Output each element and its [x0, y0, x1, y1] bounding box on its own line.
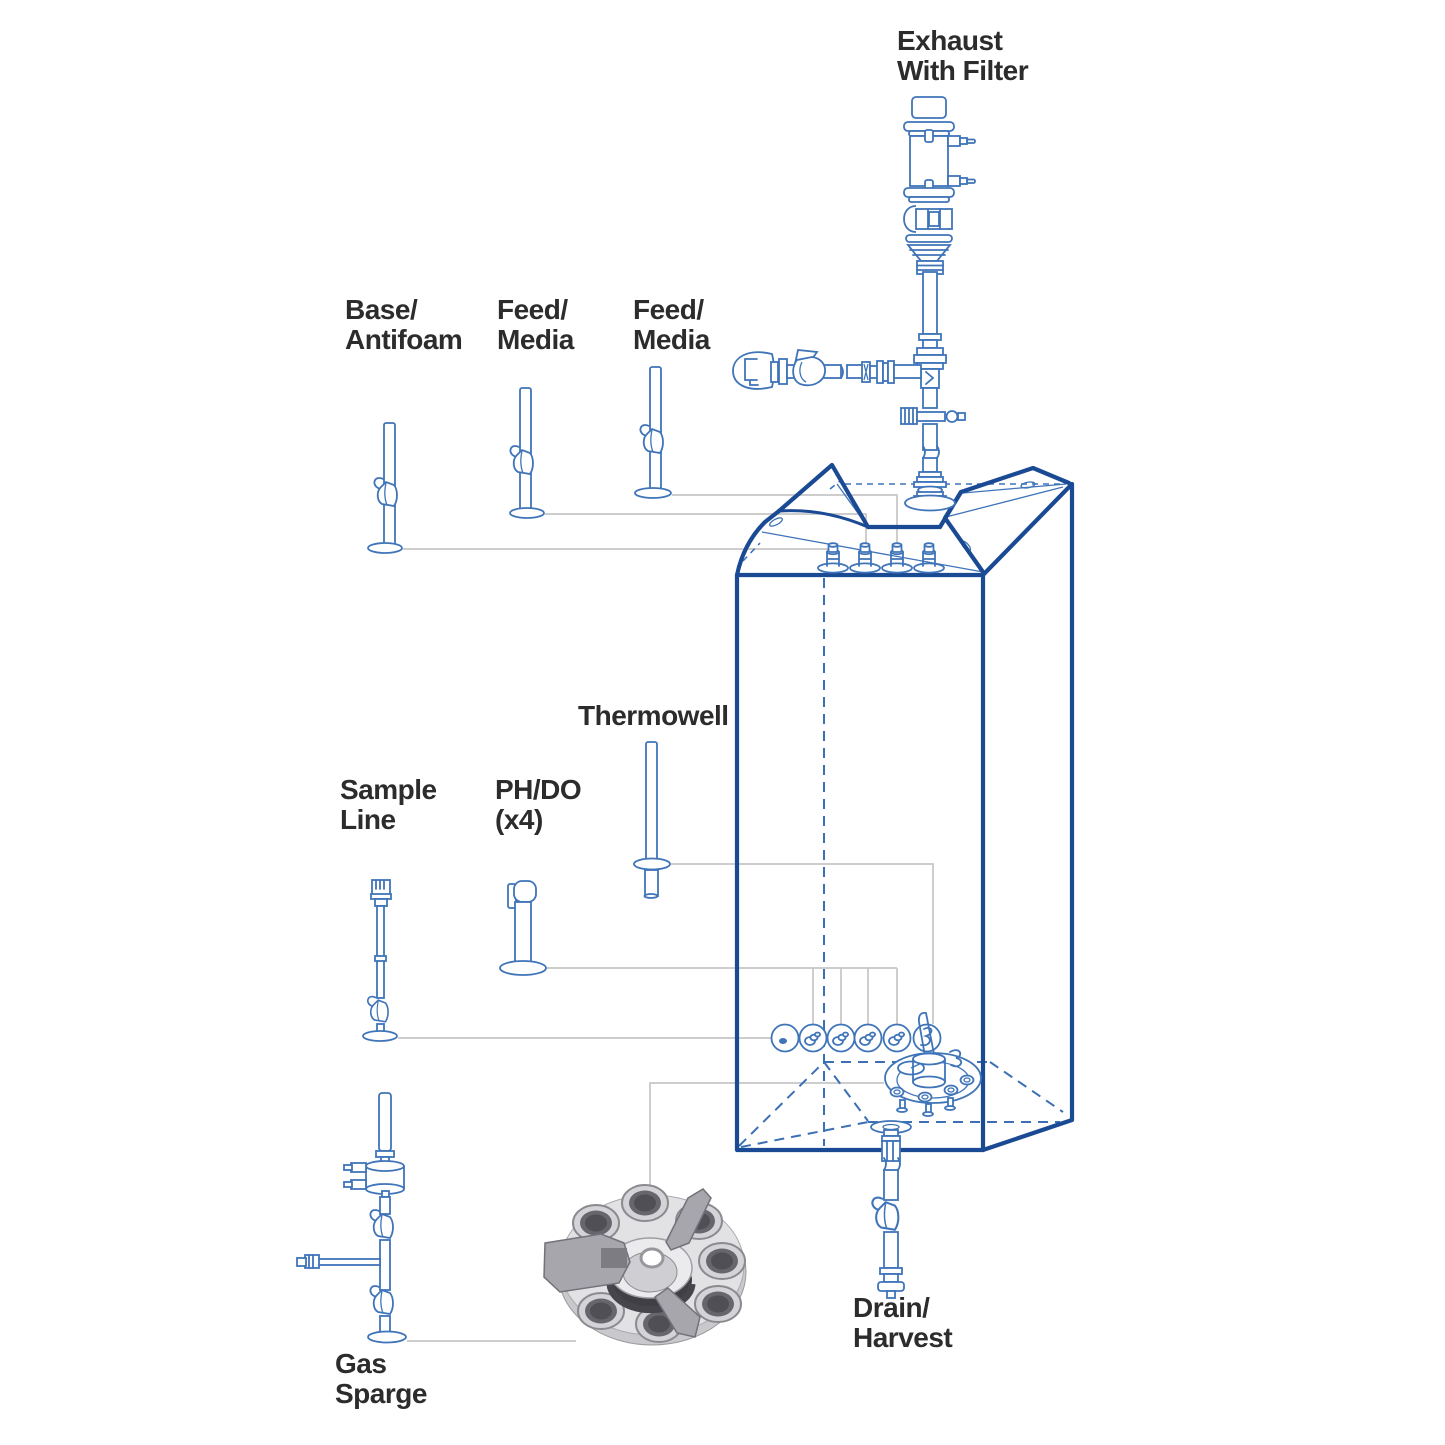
label-gas-sparge: Gas Sparge [335, 1349, 427, 1409]
label-gas-sparge-line2: Sparge [335, 1378, 427, 1409]
thermowell-probe [633, 741, 671, 899]
ph-do-probe [499, 880, 547, 976]
exhaust-filter [903, 96, 976, 203]
filter-vent-nub [947, 135, 976, 187]
label-feed-media-1: Feed/ Media [497, 295, 574, 355]
exhaust-side-arm [732, 349, 922, 390]
bag-hang-hole [1020, 481, 1036, 489]
bag-outline [734, 462, 1075, 1153]
label-ph-do: PH/DO (x4) [495, 774, 582, 835]
label-base-antifoam-line1: Base/ [345, 294, 418, 325]
label-feed-media-2-line2: Media [633, 324, 710, 355]
label-ph-do-line2: (x4) [495, 804, 543, 835]
label-feed-media-2: Feed/ Media [633, 295, 710, 355]
label-ph-do-line1: PH/DO [495, 774, 582, 805]
label-sample-line: Sample Line [340, 775, 437, 835]
label-feed-media-1-line1: Feed/ [497, 294, 568, 325]
label-feed-media-2-line1: Feed/ [633, 294, 704, 325]
label-base-antifoam: Base/ Antifoam [345, 294, 463, 355]
sparger-legs [896, 1097, 956, 1117]
ph-do-port [882, 1023, 912, 1053]
sparger-disc-photo [543, 1184, 747, 1346]
disc-impeller-blades [543, 1188, 712, 1338]
sample-line-tube [362, 879, 398, 1042]
funnel-end [732, 351, 775, 390]
label-sample-line-line2: Line [340, 804, 396, 835]
label-feed-media-1-line2: Media [497, 324, 574, 355]
sparge-side-port [296, 1254, 381, 1269]
ph-do-port [853, 1023, 883, 1053]
drain-harvest-assembly [870, 1120, 912, 1299]
bag-hang-hole [769, 517, 783, 527]
disc-center-hole [639, 1247, 665, 1269]
exhaust-tube [900, 271, 966, 512]
gas-sparge-assembly [296, 1092, 407, 1344]
base-antifoam-tube [367, 422, 403, 554]
exhaust-bag-flange [904, 494, 956, 512]
label-exhaust: Exhaust With Filter [897, 25, 1029, 86]
leader-lines [398, 494, 934, 1342]
sparger-rim-ports [889, 1074, 975, 1103]
exhaust-assembly [732, 96, 976, 512]
label-drain-harvest: Drain/ Harvest [853, 1292, 953, 1353]
label-gas-sparge-line1: Gas [335, 1348, 387, 1379]
ph-do-port [798, 1023, 828, 1053]
exhaust-valve [903, 205, 953, 275]
label-drain-harvest-line1: Drain/ [853, 1292, 930, 1323]
ph-do-port [826, 1023, 856, 1053]
bag-top-ports [817, 542, 945, 574]
arm-pinch-clamp [792, 349, 826, 387]
bioreactor-bag [734, 462, 1075, 1153]
label-thermowell-line1: Thermowell [578, 700, 729, 731]
feed-media-tube-1 [509, 387, 545, 519]
sample-port [770, 1023, 800, 1053]
label-drain-harvest-line2: Harvest [853, 1322, 953, 1353]
feed-media-tube-2 [634, 366, 672, 499]
sparge-manifold [343, 1160, 405, 1198]
label-sample-line-line1: Sample [340, 774, 437, 805]
bag-probe-ports [770, 1023, 942, 1053]
label-exhaust-line2: With Filter [897, 55, 1029, 86]
slide-clamp [900, 407, 966, 425]
label-thermowell: Thermowell [578, 701, 729, 731]
bag-internal-sparger [884, 1012, 982, 1117]
label-base-antifoam-line2: Antifoam [345, 324, 463, 355]
label-exhaust-line1: Exhaust [897, 25, 1003, 56]
